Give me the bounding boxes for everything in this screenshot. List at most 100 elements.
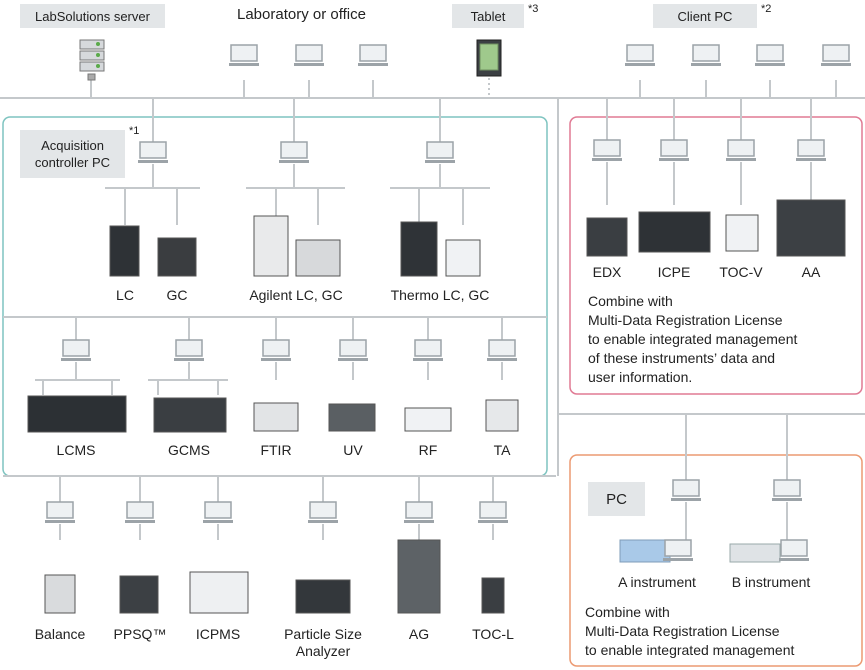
desktop-pc-icon [592,139,622,161]
tablet-tag: Tablet [452,4,524,28]
desktop-pc-icon [358,44,388,66]
toc-l-instrument [481,577,505,614]
pc-panel-border [569,454,863,667]
toc-v-instrument [725,214,759,252]
server-rack-icon [79,50,105,61]
pc-desc-line3: to enable integrated management [585,642,795,658]
server-led [96,53,100,57]
label-edx: EDX [592,264,622,280]
client-pc-tag: Client PC [653,4,757,28]
desktop-pc-icon [478,501,508,523]
acquisition-controller-tag: Acquisition controller PC [20,130,125,178]
label-thermo: Thermo LC, GC [390,287,490,303]
desktop-pc-icon [755,44,785,66]
label-toc-l: TOC-L [472,626,514,642]
label-gcms: GCMS [168,442,210,458]
desktop-pc-icon [279,141,309,163]
ag-instrument [397,539,441,614]
particle-size-instrument [295,579,351,614]
multi-data-panel-border [569,116,863,395]
multi-desc-line3: to enable integrated management [588,331,798,347]
label-uv: UV [343,442,363,458]
agilent-lc-instrument [253,215,289,277]
desktop-pc-icon [413,339,443,361]
acquisition-footnote: *1 [129,125,140,137]
tablet-footnote: *3 [528,3,539,15]
label-ftir: FTIR [260,442,292,458]
labsolutions-server-tag: LabSolutions server [20,4,165,28]
label-ppsq: PPSQ™ [113,626,167,642]
desktop-pc-icon [308,501,338,523]
multi-desc-line2: Multi-Data Registration License [588,312,783,328]
lcms-instrument [27,395,127,433]
desktop-pc-icon [726,139,756,161]
desktop-pc-icon [261,339,291,361]
desktop-pc-icon [779,539,809,561]
rf-instrument [404,407,452,432]
label-ag: AG [408,626,430,642]
multi-desc-line1: Combine with [588,293,673,309]
thermo-gc-instrument [445,239,481,277]
label-particle-size: Particle Size [284,626,362,642]
server-rack-icon [79,39,105,50]
label-rf: RF [418,442,438,458]
lc-instrument [109,225,140,277]
multi-desc-line5: user information. [588,369,693,385]
desktop-pc-icon [663,539,693,561]
ta-instrument [485,399,519,432]
pc-panel-description: Combine with Multi-Data Registration Lic… [585,603,794,660]
tablet-screen [479,43,499,71]
desktop-pc-icon [45,501,75,523]
pc-desc-line2: Multi-Data Registration License [585,623,780,639]
desktop-pc-icon [404,501,434,523]
icpms-instrument [189,571,249,614]
desktop-pc-icon [671,479,701,501]
laboratory-title: Laboratory or office [237,6,366,23]
desktop-pc-icon [625,44,655,66]
desktop-pc-icon [691,44,721,66]
label-lcms: LCMS [56,442,96,458]
ftir-instrument [253,402,299,432]
ppsq-instrument [119,575,159,614]
uv-instrument [328,403,376,432]
desktop-pc-icon [294,44,324,66]
pc-tag: PC [588,482,645,516]
server-led [96,64,100,68]
acquisition-tag-line2: controller PC [34,155,111,170]
gc-instrument [157,237,197,277]
a-instrument [619,539,671,563]
desktop-pc-icon [338,339,368,361]
thermo-lc-instrument [400,221,438,277]
label-icpms: ICPMS [195,626,241,642]
client-pc-footnote: *2 [761,3,772,15]
desktop-pc-icon [125,501,155,523]
balance-instrument [44,574,76,614]
label-toc-v: TOC-V [719,264,763,280]
multi-panel-description: Combine with Multi-Data Registration Lic… [588,292,797,387]
server-node [87,73,96,81]
desktop-pc-icon [425,141,455,163]
label-a-instrument: A instrument [618,574,696,590]
label-aa: AA [801,264,821,280]
desktop-pc-icon [203,501,233,523]
server-led [96,42,100,46]
label-ta: TA [493,442,511,458]
desktop-pc-icon [659,139,689,161]
desktop-pc-icon [138,141,168,163]
desktop-pc-icon [772,479,802,501]
label-b-instrument: B instrument [731,574,811,590]
desktop-pc-icon [487,339,517,361]
label-agilent: Agilent LC, GC [249,287,343,303]
desktop-pc-icon [821,44,851,66]
server-rack-icon [79,61,105,72]
gcms-instrument [153,397,227,433]
desktop-pc-icon [61,339,91,361]
label-gc: GC [166,287,188,303]
b-instrument [729,543,781,563]
icpe-instrument [638,211,711,253]
aa-instrument [776,199,846,257]
label-lc: LC [116,287,134,303]
agilent-gc-instrument [295,239,341,277]
